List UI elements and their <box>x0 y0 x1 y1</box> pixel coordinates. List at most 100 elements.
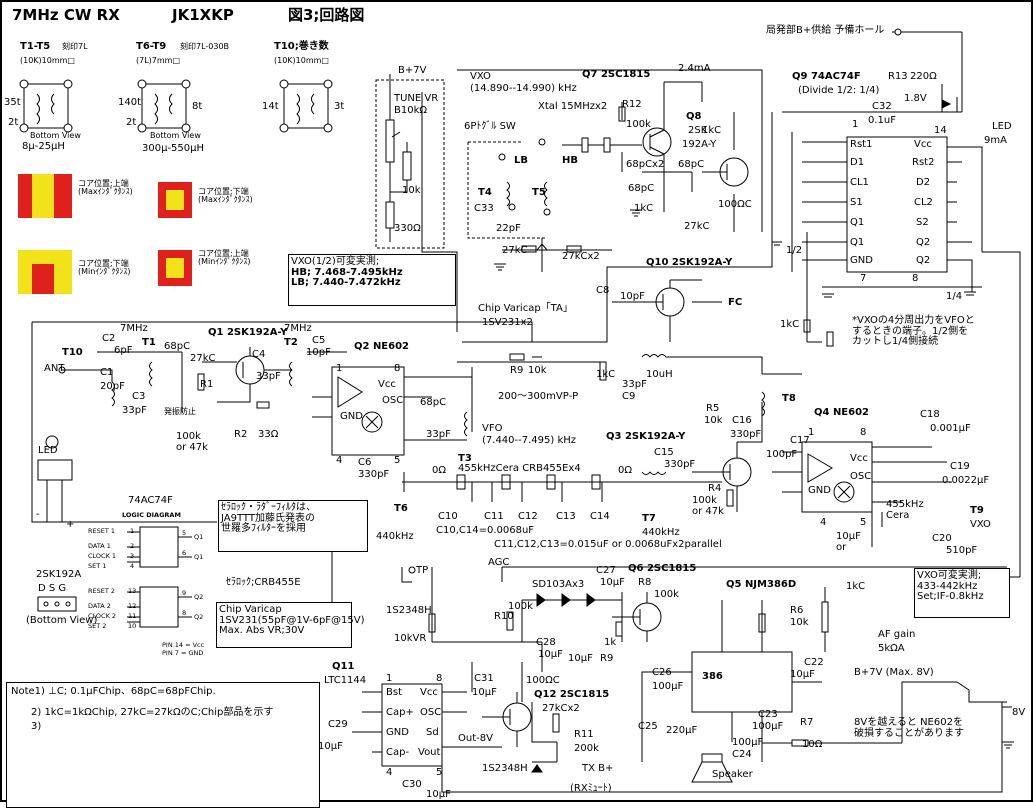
c4-label: C4 <box>252 349 266 360</box>
ltc-osc: OSC <box>420 707 442 718</box>
c31-label: C31 <box>474 673 494 684</box>
q9-q2: Q2 <box>916 237 931 248</box>
logic-n3: 3 <box>130 552 135 560</box>
q9-vcc: Vcc <box>914 139 932 150</box>
r9b-label: R9 <box>600 653 614 664</box>
c16-value: 330pF <box>730 429 762 440</box>
r6-value: 10k <box>790 617 809 628</box>
r33-label: 33Ω <box>258 429 279 440</box>
c5-value: 10pF <box>306 347 331 358</box>
t6-8t: 8t <box>192 101 203 112</box>
q9-q2bar: Q2 <box>916 255 931 266</box>
c3-label: C3 <box>132 391 146 402</box>
tune-vr-label: TUNE VR <box>394 93 439 104</box>
q9-label: Q9 74AC74F <box>792 71 861 82</box>
led-plus: + <box>66 519 75 530</box>
c11-label: C11 <box>484 511 504 522</box>
logic-q1bar: Q1 <box>194 553 204 561</box>
circuit-title: 7MHz CW RX <box>12 6 120 24</box>
c22-value: 10μF <box>790 669 815 680</box>
c68p-label: 68pC <box>164 341 191 352</box>
c22-label: C22 <box>804 657 824 668</box>
q9-d2: D2 <box>916 177 931 188</box>
sk192-bottom-view: (Bottom View) <box>26 615 98 626</box>
r27k-label: 27kC <box>190 353 216 364</box>
q9-pin14: 14 <box>934 125 947 136</box>
ltc-pin1: 1 <box>386 673 393 684</box>
logic-q2: Q2 <box>194 593 204 601</box>
c29-label: C29 <box>328 719 348 730</box>
vxo-half-box: VXO(1/2)可変実測; HB; 7.468-7.495kHz LB; 7.4… <box>288 254 456 306</box>
q2-pin1: 1 <box>336 363 343 374</box>
b7-max-label: B+7V (Max. 8V) <box>854 667 934 678</box>
c2-label: C2 <box>102 333 116 344</box>
varicap-label: Chip Varicap「TA」 <box>478 303 573 314</box>
c27kx2-label: 27kCx2 <box>562 251 600 262</box>
q4-osc: OSC <box>850 471 872 482</box>
led-symbol-label: LED <box>38 445 58 456</box>
c30-value: 10μF <box>426 789 451 800</box>
varicap-part: 1SV231x2 <box>482 317 533 328</box>
q2-pin5: 5 <box>394 455 401 466</box>
coil-t1-t5-name: T1-T5 <box>20 41 51 52</box>
coil-t6-t9-name: T6-T9 <box>136 41 167 52</box>
zero-ohm-2: 0Ω <box>618 465 633 476</box>
c10-label: C10 <box>438 511 458 522</box>
ltc-capp: Cap+ <box>386 707 414 718</box>
tp-label: TP <box>416 565 429 576</box>
vr10k-label: 10kVR <box>394 633 427 644</box>
mhz7-label: 7MHz <box>120 323 148 334</box>
logic-clock1: CLOCK 1 <box>88 552 117 560</box>
t10-coil-bottom-view <box>283 83 329 129</box>
r7-label: R7 <box>800 717 814 728</box>
logic-data2: DATA 2 <box>88 602 111 610</box>
q8-label: Q8 <box>686 111 702 122</box>
r9-label: R9 <box>510 365 524 376</box>
t1-label: T1 <box>142 337 156 348</box>
ltc-pin4: 4 <box>386 767 393 778</box>
c33p4-label: 33pF <box>426 429 451 440</box>
c12-label: C12 <box>518 511 538 522</box>
t1-coil-bottom-view <box>23 83 69 129</box>
bottom-view-2: Bottom View <box>150 131 201 140</box>
c26-value: 100μF <box>652 681 684 692</box>
logic-n4: 4 <box>130 562 135 570</box>
sk192-part: 2SK192A <box>36 569 82 580</box>
mhz7b-label: 7MHz <box>284 323 312 334</box>
r10k-label: 10k <box>402 185 421 196</box>
logic-set2: SET 2 <box>88 622 107 630</box>
r8-value: 100k <box>654 589 679 600</box>
r12-label: R12 <box>622 99 642 110</box>
q9-cl1: CL1 <box>850 177 869 188</box>
logic-part: 74AC74F <box>128 495 173 506</box>
c28-value: 10μF <box>538 649 563 660</box>
q2-vcc: Vcc <box>378 379 396 390</box>
ltc-pin8: 8 <box>436 673 443 684</box>
c19-label: C19 <box>950 461 970 472</box>
toggle-sw-label: 6Pﾄｸﾞﾙ SW <box>464 121 516 132</box>
tune-vr-value: B10kΩ <box>394 105 428 116</box>
varicap-spec-2: Max. Abs VR;30V <box>219 625 305 636</box>
c25-label: C25 <box>638 721 658 732</box>
c6-label: C6 <box>358 457 372 468</box>
c10uf2-label: 10μF <box>568 653 593 664</box>
speaker-label: Speaker <box>712 769 753 780</box>
logic-n1: 1 <box>130 527 135 535</box>
tx-b-label: TX B+ <box>582 763 614 774</box>
cera455-label: 455kHz Cera <box>886 499 924 521</box>
q4-pin8: 8 <box>860 427 867 438</box>
vxo-measure-box: VXO可変実測; 433-442kHz Set;IF-0.8kHz <box>914 568 1010 618</box>
c10-c14-note: C10,C14=0.0068uF <box>436 525 535 536</box>
agc-label: AGC <box>488 557 510 568</box>
q11-label: Q11 <box>332 661 355 672</box>
c24-value: 100μF <box>732 737 764 748</box>
vxo-range: (14.890--14.990) kHz <box>470 83 577 94</box>
filter-note: ｾﾗﾛｯｸ・ﾗﾀﾞｰﾌｨﾙﾀは、 JA9TTT加藤氏発表の 世羅多ﾌｨﾙﾀｰを採… <box>221 502 316 534</box>
r4-label: R4 <box>708 483 722 494</box>
q9-cl2: CL2 <box>914 197 933 208</box>
r1kc2-label: 1kC <box>846 581 866 592</box>
c17-value: 100pF <box>766 449 798 460</box>
lb-range: LB; 7.440-7.472kHz <box>291 277 401 288</box>
c32-label: C32 <box>872 101 892 112</box>
c24-label: C24 <box>732 749 752 760</box>
